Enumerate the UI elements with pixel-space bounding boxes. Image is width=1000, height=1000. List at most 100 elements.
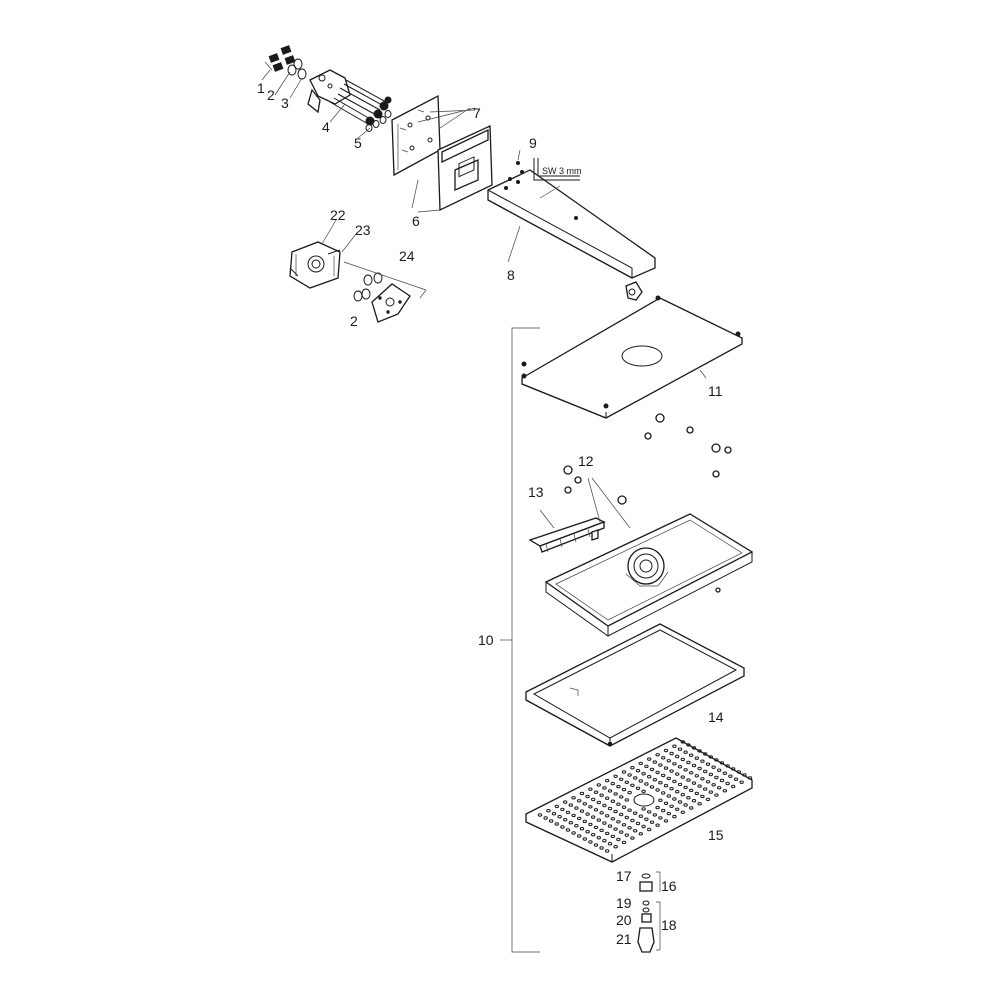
spray-hole xyxy=(717,786,722,790)
spray-hole xyxy=(666,776,671,781)
spray-hole xyxy=(596,836,601,840)
spray-hole xyxy=(649,767,655,772)
spray-hole xyxy=(613,827,618,831)
spray-hole xyxy=(627,773,632,777)
spray-hole xyxy=(703,769,708,774)
spray-hole xyxy=(588,822,593,827)
spray-hole xyxy=(652,760,657,764)
spray-hole xyxy=(607,842,613,846)
label-9: 9 xyxy=(529,135,537,151)
label-13: 13 xyxy=(528,484,544,500)
spray-hole xyxy=(588,840,593,844)
spray-hole xyxy=(579,791,585,796)
spray-hole xyxy=(560,807,565,812)
spray-hole xyxy=(691,781,697,785)
spray-hole xyxy=(672,762,677,766)
spray-plate-15 xyxy=(525,737,753,863)
label-11: 11 xyxy=(708,383,723,399)
spray-hole xyxy=(697,802,702,806)
label-3: 3 xyxy=(281,95,289,111)
spray-hole xyxy=(666,811,671,816)
spray-hole xyxy=(546,809,551,813)
spray-hole xyxy=(585,830,590,834)
spray-hole xyxy=(725,781,730,786)
label-8: 8 xyxy=(507,267,515,283)
spray-hole xyxy=(686,796,691,800)
spray-hole xyxy=(577,834,582,838)
spray-hole xyxy=(700,777,705,781)
label-24: 24 xyxy=(399,248,415,264)
wall-plates xyxy=(391,94,493,213)
spray-hole xyxy=(554,804,559,809)
spray-hole xyxy=(722,771,727,775)
spray-hole xyxy=(641,789,646,793)
top-plate xyxy=(521,295,743,419)
label-16: 16 xyxy=(661,878,677,894)
spray-hole xyxy=(630,783,635,787)
spray-hole xyxy=(610,834,615,839)
spray-hole xyxy=(563,800,568,804)
spray-hole xyxy=(725,764,730,768)
spray-hole xyxy=(661,773,666,778)
spray-hole xyxy=(624,798,629,802)
spray-hole xyxy=(627,826,632,830)
spray-hole xyxy=(672,814,677,819)
spray-hole xyxy=(658,763,663,767)
spray-hole xyxy=(689,806,694,810)
spray-hole xyxy=(647,775,652,779)
spray-hole xyxy=(607,824,613,828)
label-7: 7 xyxy=(473,105,481,121)
spray-hole xyxy=(700,794,705,799)
label-1: 1 xyxy=(257,80,265,96)
label-10: 10 xyxy=(478,632,494,648)
spray-hole xyxy=(733,777,739,781)
spray-hole xyxy=(633,811,638,815)
shower-arm xyxy=(487,149,656,301)
spray-hole xyxy=(621,805,627,809)
callout-labels: 1 2 3 4 5 6 7 8 9 SW 3 mm 22 23 24 2 10 … xyxy=(257,80,724,947)
spray-hole xyxy=(616,820,621,824)
label-6: 6 xyxy=(412,213,420,229)
mounting-parts xyxy=(289,219,427,323)
spray-hole xyxy=(677,747,683,751)
spray-hole xyxy=(613,792,618,796)
spray-hole xyxy=(610,781,615,786)
spray-hole xyxy=(621,840,627,845)
spray-hole xyxy=(591,833,596,837)
spray-hole xyxy=(691,763,697,768)
spray-hole xyxy=(661,791,666,795)
spray-hole xyxy=(700,759,705,763)
spray-hole xyxy=(607,806,613,811)
spray-hole xyxy=(714,775,719,780)
spray-hole xyxy=(621,787,627,792)
spray-hole xyxy=(585,794,590,799)
spray-hole xyxy=(742,773,747,777)
label-19: 19 xyxy=(616,895,632,911)
spray-hole xyxy=(571,813,576,818)
spray-hole xyxy=(680,757,685,762)
spray-hole xyxy=(635,769,641,773)
spray-hole xyxy=(582,837,587,841)
spray-holes xyxy=(537,740,753,853)
spray-hole xyxy=(661,756,666,760)
spray-hole xyxy=(605,796,610,800)
spray-hole xyxy=(703,752,708,756)
spray-hole xyxy=(596,800,601,805)
spray-hole xyxy=(619,777,624,781)
spray-hole xyxy=(630,766,635,770)
label-23: 23 xyxy=(355,222,371,238)
spray-hole xyxy=(627,790,632,795)
spray-hole xyxy=(663,766,669,770)
screws-group xyxy=(563,413,732,593)
spray-hole xyxy=(705,762,711,766)
spray-hole xyxy=(652,778,657,782)
spray-hole xyxy=(666,794,671,798)
spray-hole xyxy=(638,832,643,836)
spray-hole xyxy=(585,812,590,816)
spray-hole xyxy=(708,755,713,759)
spray-hole xyxy=(588,787,593,791)
label-22: 22 xyxy=(330,207,346,223)
spray-hole xyxy=(689,771,694,775)
spray-hole xyxy=(677,800,683,804)
spray-hole xyxy=(599,846,604,850)
